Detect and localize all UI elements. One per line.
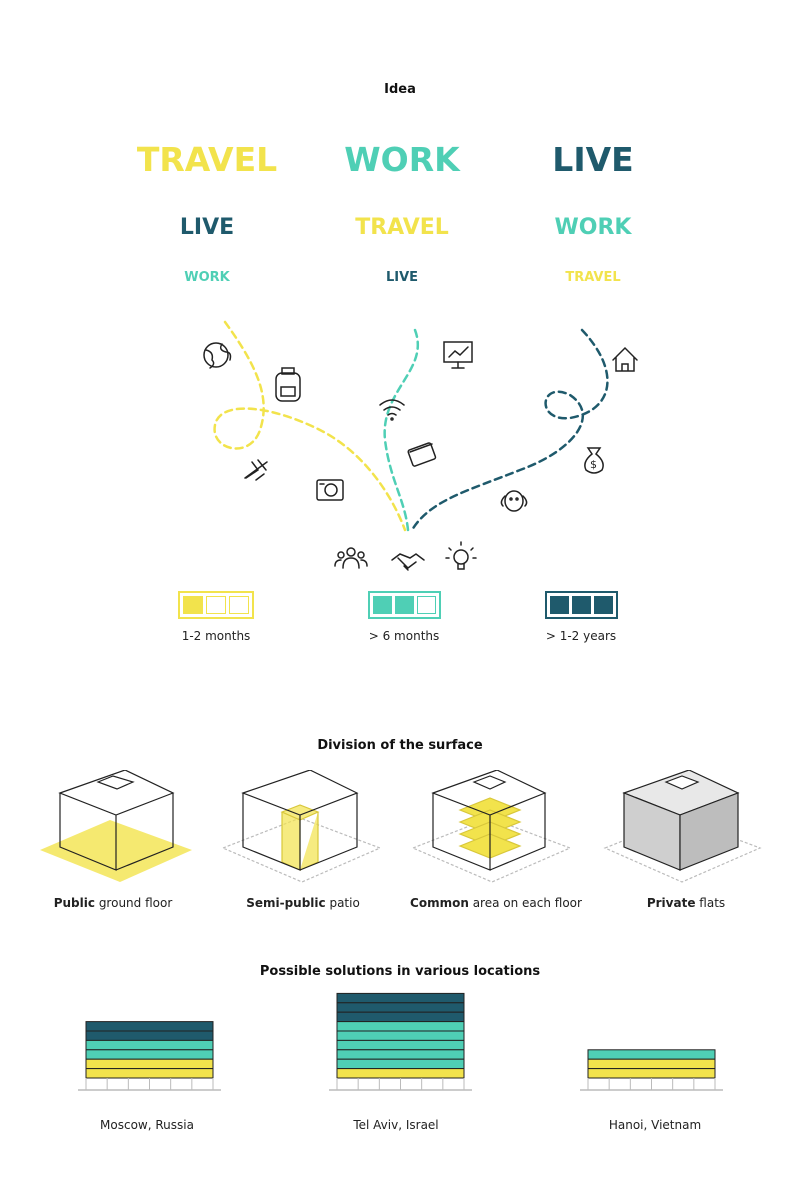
money-bag-icon: $ <box>584 447 604 474</box>
live-path <box>410 328 609 532</box>
floor-teal <box>85 1039 214 1051</box>
col3-mid: WORK <box>554 215 632 240</box>
location-label-2: Tel Aviv, Israel <box>353 1118 439 1132</box>
col2-small: LIVE <box>385 270 419 285</box>
duration-indicator-1 <box>178 591 254 619</box>
floor-teal <box>85 1049 214 1060</box>
location-label-3: Hanoi, Vietnam <box>608 1118 702 1132</box>
caption-public: Public ground floor <box>53 896 173 910</box>
people-icon <box>334 547 368 569</box>
caption-semi-public: Semi-public patio <box>246 896 360 910</box>
duration-indicator-2 <box>368 591 441 619</box>
solutions-title: Possible solutions in various locations <box>259 964 541 979</box>
col1-small: WORK <box>184 270 230 285</box>
floor-yellow <box>85 1058 214 1070</box>
monitor-icon <box>443 341 473 369</box>
travel-path <box>213 320 407 532</box>
duration-label-3: > 1-2 years <box>545 629 617 643</box>
caption-common: Common area on each floor <box>410 896 582 910</box>
floor-teal <box>336 1030 465 1041</box>
semi-public-patio-diagram <box>221 770 382 883</box>
duration-label-2: > 6 months <box>368 629 440 643</box>
col2-big: WORK <box>344 140 460 179</box>
credit-card-icon <box>407 442 437 467</box>
location-label-1: Moscow, Russia <box>100 1118 194 1132</box>
floor-dark <box>336 1002 465 1013</box>
division-title: Division of the surface <box>317 738 483 753</box>
work-path <box>383 328 419 532</box>
floor-dark <box>85 1021 214 1032</box>
floor-yellow <box>336 1068 465 1079</box>
caption-private: Private flats <box>646 896 726 910</box>
floor-teal <box>336 1058 465 1070</box>
floor-yellow <box>587 1058 716 1070</box>
building-1 <box>78 1021 221 1091</box>
division-diagrams <box>40 770 762 883</box>
floor-yellow <box>85 1068 214 1079</box>
floor-teal <box>336 1039 465 1051</box>
public-ground-floor-diagram <box>40 770 192 882</box>
col1-big: TRAVEL <box>136 140 278 179</box>
col2-mid: TRAVEL <box>355 215 449 240</box>
private-flats-diagram <box>603 770 762 883</box>
airplane-icon <box>244 459 268 481</box>
floor-teal <box>336 1021 465 1032</box>
backpack-icon <box>275 367 301 402</box>
floor-teal <box>336 1049 465 1060</box>
handshake-icon <box>391 553 425 571</box>
house-icon <box>612 346 638 372</box>
building-sections <box>78 992 723 1091</box>
building-3 <box>580 1049 723 1091</box>
dog-icon <box>500 490 528 512</box>
col1-mid: LIVE <box>179 215 235 240</box>
col3-small: TRAVEL <box>565 270 621 285</box>
duration-indicator-3 <box>545 591 618 619</box>
floor-dark <box>85 1030 214 1041</box>
floor-dark <box>336 992 465 1004</box>
idea-title: Idea <box>384 82 416 97</box>
floor-teal <box>587 1049 716 1060</box>
wifi-icon <box>379 399 405 421</box>
svg-text:$: $ <box>590 458 597 471</box>
journey-paths: $ <box>203 320 638 571</box>
lightbulb-icon <box>445 541 477 570</box>
building-2 <box>329 992 472 1091</box>
duration-label-1: 1-2 months <box>181 629 251 643</box>
floor-dark <box>336 1011 465 1023</box>
globe-icon <box>203 342 232 369</box>
floor-yellow <box>587 1068 716 1079</box>
camera-icon <box>316 479 344 501</box>
common-area-diagram <box>411 770 572 883</box>
col3-big: LIVE <box>552 140 634 179</box>
